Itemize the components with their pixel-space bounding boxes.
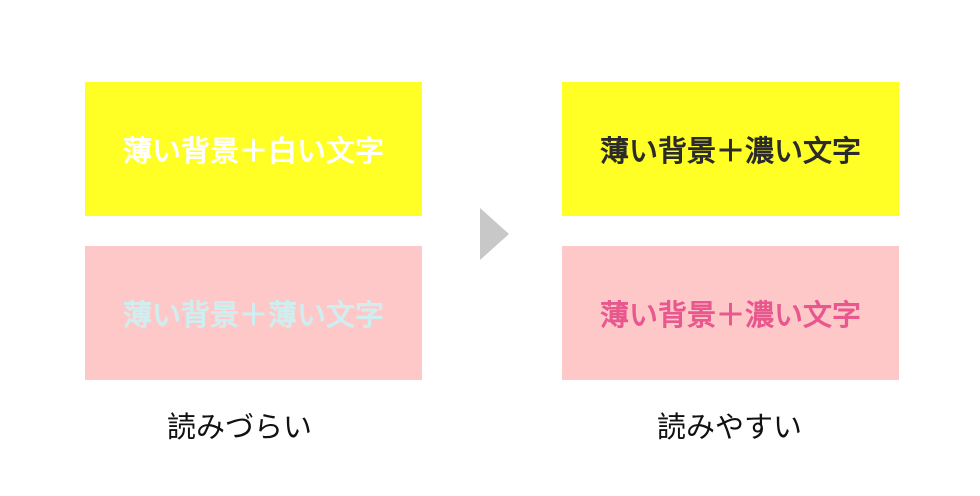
left-caption: 読みづらい [167,410,313,444]
right-bottom-box: 薄い背景＋濃い文字 [562,246,899,380]
right-top-text: 薄い背景＋濃い文字 [599,134,861,168]
left-top-text: 薄い背景＋白い文字 [122,134,384,168]
triangle-right-icon [480,208,509,260]
left-bottom-text: 薄い背景＋薄い文字 [122,298,384,332]
right-top-box: 薄い背景＋濃い文字 [562,82,899,216]
right-caption: 読みやすい [657,410,803,444]
left-bottom-box: 薄い背景＋薄い文字 [85,246,422,380]
left-top-box: 薄い背景＋白い文字 [85,82,422,216]
right-bottom-text: 薄い背景＋濃い文字 [599,298,861,332]
